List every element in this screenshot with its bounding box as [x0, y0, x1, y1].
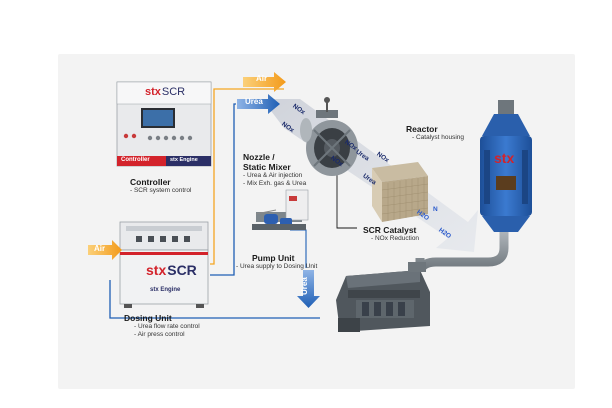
dosing-brand-logo: stxSCR: [146, 262, 197, 278]
urea-arrow-down: [297, 270, 320, 308]
static-mixer: [300, 97, 358, 176]
controller-label: Controller - SCR system control: [130, 177, 192, 194]
controller-strip-label: Controller: [121, 157, 150, 163]
air-left-label: Air: [94, 244, 106, 253]
urea-top-label: Urea: [245, 97, 263, 106]
urea-down-label: Urea: [300, 277, 309, 295]
engine: [336, 262, 430, 332]
nozzle-label: Nozzle / Static Mixer - Urea & Air injec…: [243, 152, 307, 187]
dosing-unit: [119, 221, 209, 308]
reactor-brand-logo: stx: [494, 150, 515, 166]
controller-engine-logo: stx Engine: [170, 157, 198, 163]
urea-arrow-top: [237, 94, 280, 114]
air-arrow-left: [88, 240, 122, 260]
pump-unit-label: Pump Unit - Urea supply to Dosing Unit: [236, 253, 318, 270]
dosing-return-line: [109, 280, 320, 319]
scr-catalyst-block: [372, 162, 429, 222]
reactor-label: Reactor - Catalyst housing: [406, 124, 465, 141]
dosing-engine-logo: stx Engine: [150, 287, 181, 293]
scr-catalyst-label: SCR Catalyst - NOx Reduction: [363, 225, 420, 242]
pump-unit: [252, 189, 309, 230]
gas-label-n: N: [433, 206, 438, 213]
controller-brand-logo: stxSCR: [145, 86, 186, 98]
air-feed-line: [210, 88, 284, 265]
controller-cabinet: [116, 81, 212, 167]
dosing-unit-label: Dosing Unit - Urea flow rate control - A…: [124, 313, 200, 338]
air-arrow-top: [243, 72, 286, 92]
reactor: [480, 100, 532, 232]
air-top-label: Air: [256, 74, 268, 83]
urea-feed-line: [210, 103, 236, 276]
